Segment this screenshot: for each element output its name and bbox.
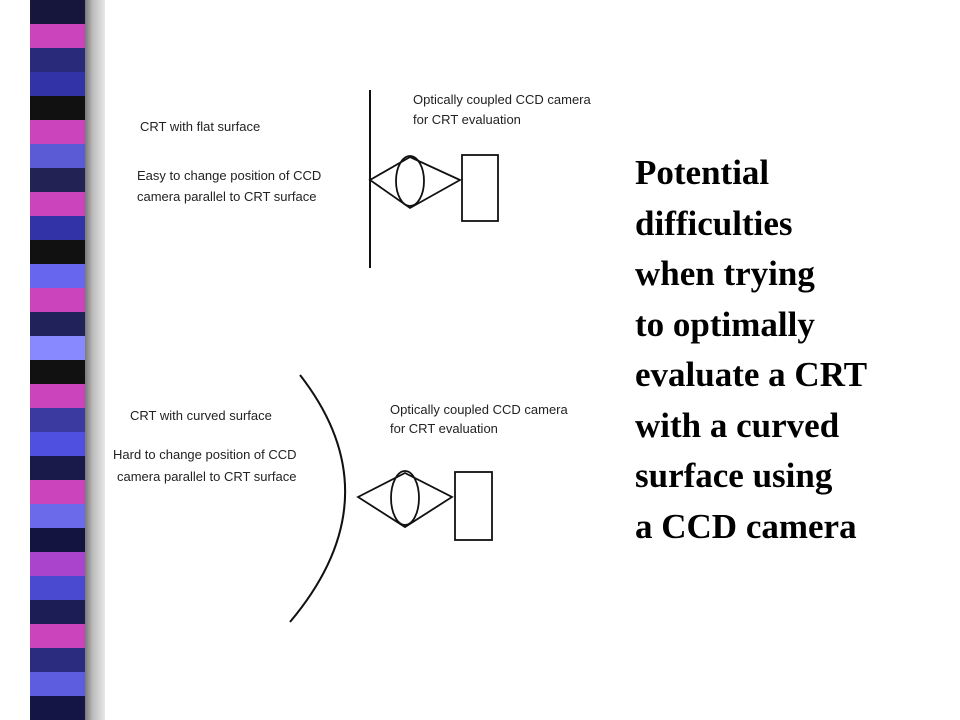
- flat-camera-label-line1: Optically coupled CCD camera: [413, 92, 592, 107]
- stripe-segment: [30, 504, 85, 528]
- caption-line: surface using: [635, 456, 833, 495]
- flat-crt-note-line1: Easy to change position of CCD: [137, 168, 321, 183]
- curved-lens-rays: [356, 471, 454, 529]
- curved-crt-label: CRT with curved surface: [130, 408, 272, 423]
- stripe-segment: [30, 408, 85, 432]
- stripe-segment: [30, 120, 85, 144]
- stripe-segment: [30, 264, 85, 288]
- stripe-segment: [30, 312, 85, 336]
- curved-crt-diagram: CRT with curved surface Hard to change p…: [113, 374, 569, 623]
- stripe-segment: [30, 552, 85, 576]
- curved-lens-icon: [390, 470, 420, 526]
- stripe-segment: [30, 648, 85, 672]
- caption-line: Potential: [635, 153, 770, 192]
- caption-line: a CCD camera: [635, 506, 857, 546]
- caption-line: evaluate a CRT: [635, 355, 868, 394]
- stripe-segment: [30, 24, 85, 48]
- stripe-segment: [30, 48, 85, 72]
- stripe-segment: [30, 192, 85, 216]
- stripe-segment: [30, 600, 85, 624]
- flat-camera-label-line2: for CRT evaluation: [413, 112, 521, 127]
- stripe-segment: [30, 0, 85, 24]
- flat-crt-diagram: CRT with flat surface Easy to change pos…: [137, 90, 592, 268]
- stripe-segment: [30, 168, 85, 192]
- flat-crt-note-line2: camera parallel to CRT surface: [137, 189, 316, 204]
- stripe-segment: [30, 288, 85, 312]
- flat-lens-icon: [395, 155, 425, 207]
- curved-crt-note-line2: camera parallel to CRT surface: [117, 469, 296, 484]
- stripe-segment: [30, 696, 85, 720]
- stripe-segment: [30, 624, 85, 648]
- stripe-segment: [30, 240, 85, 264]
- stripe-segment: [30, 360, 85, 384]
- curved-ccd-camera-body: [454, 471, 493, 541]
- stripe-segment: [30, 672, 85, 696]
- stripe-segment: [30, 432, 85, 456]
- curved-camera-label-line2: for CRT evaluation: [390, 421, 498, 436]
- flat-lens-rays: [368, 155, 462, 210]
- stripe-segment: [30, 528, 85, 552]
- stripe-segment: [30, 336, 85, 360]
- stripe-segment: [30, 576, 85, 600]
- stripe-segment: [30, 480, 85, 504]
- curved-crt-surface-arc: [289, 374, 346, 623]
- stripe-segment: [30, 96, 85, 120]
- curved-crt-note-line1: Hard to change position of CCD: [113, 447, 297, 462]
- stripe-bar-shadow: [85, 0, 105, 720]
- flat-ccd-camera-body: [461, 154, 499, 222]
- stripe-segment: [30, 144, 85, 168]
- flat-crt-label: CRT with flat surface: [140, 119, 260, 134]
- stripe-segment: [30, 384, 85, 408]
- stripe-segment: [30, 216, 85, 240]
- caption-line: difficulties: [635, 203, 793, 243]
- main-caption: Potential difficulties when trying to op…: [635, 148, 867, 552]
- stripe-segment: [30, 456, 85, 480]
- caption-line: when trying: [635, 254, 815, 293]
- curved-camera-label-line1: Optically coupled CCD camera: [390, 402, 569, 417]
- caption-line: with a curved: [635, 405, 840, 445]
- caption-line: to optimally: [635, 304, 815, 344]
- stripe-segment: [30, 72, 85, 96]
- decorative-stripe-bar: [30, 0, 85, 720]
